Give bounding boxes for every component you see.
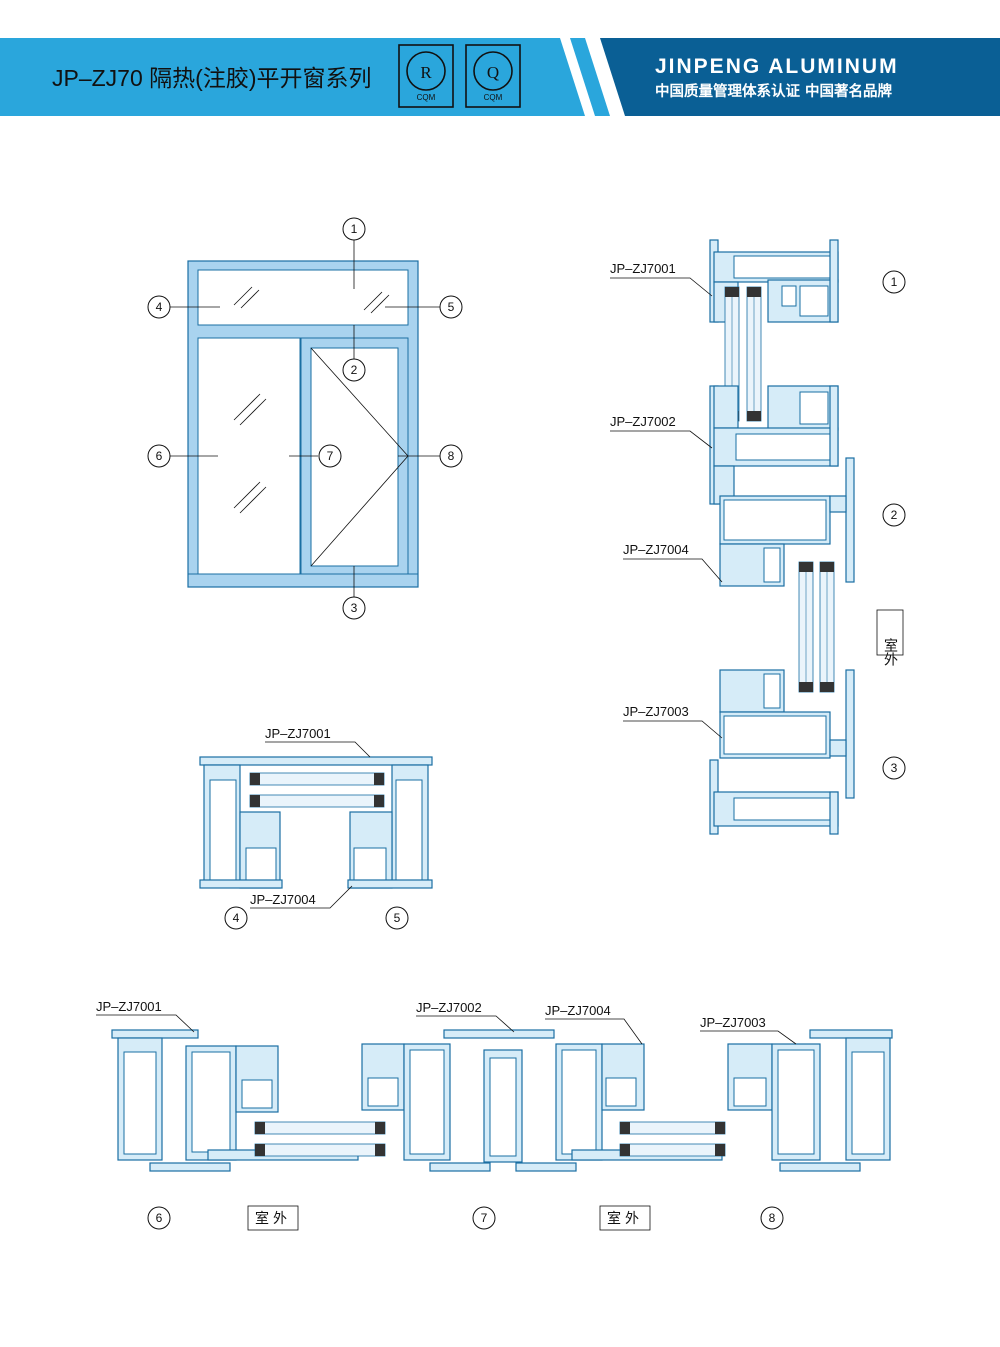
callout-v2: 2: [882, 503, 906, 527]
glass-marks: [233, 286, 390, 514]
callout-1: 1: [342, 217, 366, 241]
header-banner: JP–ZJ70 隔热(注胶)平开窗系列 R CQM Q CQM JINPENG …: [0, 38, 1000, 116]
vertical-section: JP–ZJ7001 JP–ZJ7002 JP–ZJ7004 JP–ZJ7003 …: [610, 239, 906, 835]
callout-5: 5: [439, 295, 463, 319]
horizontal-section: JP–ZJ7001 JP–ZJ7002 JP–ZJ7004 JP–ZJ7003 …: [96, 999, 893, 1231]
exterior-label-h-right: 室外: [599, 1205, 651, 1231]
window-elevation: 1 2 3 4 5 6 7 8: [147, 217, 463, 620]
label-h-zj7001: JP–ZJ7001: [96, 999, 162, 1014]
callout-t4: 4: [224, 906, 248, 930]
svg-text:Q: Q: [487, 63, 499, 82]
svg-text:4: 4: [156, 300, 163, 314]
cert-badge-r: R CQM: [398, 44, 454, 108]
callout-h7: 7: [472, 1206, 496, 1230]
svg-text:7: 7: [481, 1211, 488, 1225]
label-zj7002: JP–ZJ7002: [610, 414, 676, 429]
svg-text:1: 1: [891, 275, 898, 289]
svg-text:室外: 室外: [607, 1210, 643, 1227]
svg-text:1: 1: [351, 222, 358, 236]
label-h-zj7004: JP–ZJ7004: [545, 1003, 611, 1018]
label-zj7001: JP–ZJ7001: [610, 261, 676, 276]
page-title: JP–ZJ70 隔热(注胶)平开窗系列: [52, 65, 371, 91]
callout-6: 6: [147, 444, 171, 468]
callout-7: 7: [318, 444, 342, 468]
svg-text:6: 6: [156, 1211, 163, 1225]
transom-section: JP–ZJ7001 JP–ZJ7004 4 5: [199, 726, 433, 930]
callout-h8: 8: [760, 1206, 784, 1230]
svg-text:R: R: [420, 63, 432, 82]
svg-text:6: 6: [156, 449, 163, 463]
exterior-label-h-left: 室外: [247, 1205, 299, 1231]
transom-pane: [197, 269, 409, 326]
callout-2: 2: [342, 358, 366, 382]
brand-tagline: 中国质量管理体系认证 中国著名品牌: [655, 82, 893, 100]
profile-zj7003: [719, 669, 855, 799]
profile-zj7002: [709, 385, 839, 505]
glass-h-left: [254, 1121, 386, 1157]
banner-stripe: [570, 38, 610, 116]
svg-text:3: 3: [351, 601, 358, 615]
glass-h-right: [619, 1121, 726, 1157]
svg-text:CQM: CQM: [417, 93, 436, 102]
transom-glass: [249, 772, 385, 808]
label-h-zj7002: JP–ZJ7002: [416, 1000, 482, 1015]
callout-3: 3: [342, 596, 366, 620]
svg-text:8: 8: [448, 449, 455, 463]
label-transom-zj7001: JP–ZJ7001: [265, 726, 331, 741]
profile-zj7001-top: [709, 239, 839, 323]
profile-zj7004-sash-top: [719, 457, 855, 587]
brand-name: JINPENG ALUMINUM: [655, 55, 899, 78]
svg-text:2: 2: [351, 363, 358, 377]
label-h-zj7003: JP–ZJ7003: [700, 1015, 766, 1030]
label-zj7003: JP–ZJ7003: [623, 704, 689, 719]
svg-text:室外: 室外: [255, 1210, 291, 1227]
callout-v3: 3: [882, 756, 906, 780]
svg-text:7: 7: [327, 449, 334, 463]
label-zj7004: JP–ZJ7004: [623, 542, 689, 557]
svg-text:2: 2: [891, 508, 898, 522]
exterior-label-vertical: 室外: [876, 609, 904, 666]
svg-text:室外: 室外: [882, 637, 898, 666]
label-transom-zj7004: JP–ZJ7004: [250, 892, 316, 907]
callout-8: 8: [439, 444, 463, 468]
svg-text:CQM: CQM: [484, 93, 503, 102]
profile-zj7001-bottom: [709, 759, 839, 835]
profile-h-zj7004: [555, 1043, 723, 1161]
callout-t5: 5: [385, 906, 409, 930]
callout-h6: 6: [147, 1206, 171, 1230]
callout-4: 4: [147, 295, 171, 319]
cert-badge-q: Q CQM: [465, 44, 521, 108]
banner-right-band: [600, 38, 1000, 116]
svg-text:5: 5: [394, 911, 401, 925]
svg-text:4: 4: [233, 911, 240, 925]
svg-text:5: 5: [448, 300, 455, 314]
profile-h-zj7002: [361, 1029, 577, 1172]
callout-v1: 1: [882, 270, 906, 294]
glass-unit-lower: [798, 561, 835, 693]
profile-h-zj7003: [727, 1029, 893, 1172]
svg-text:8: 8: [769, 1211, 776, 1225]
svg-text:3: 3: [891, 761, 898, 775]
